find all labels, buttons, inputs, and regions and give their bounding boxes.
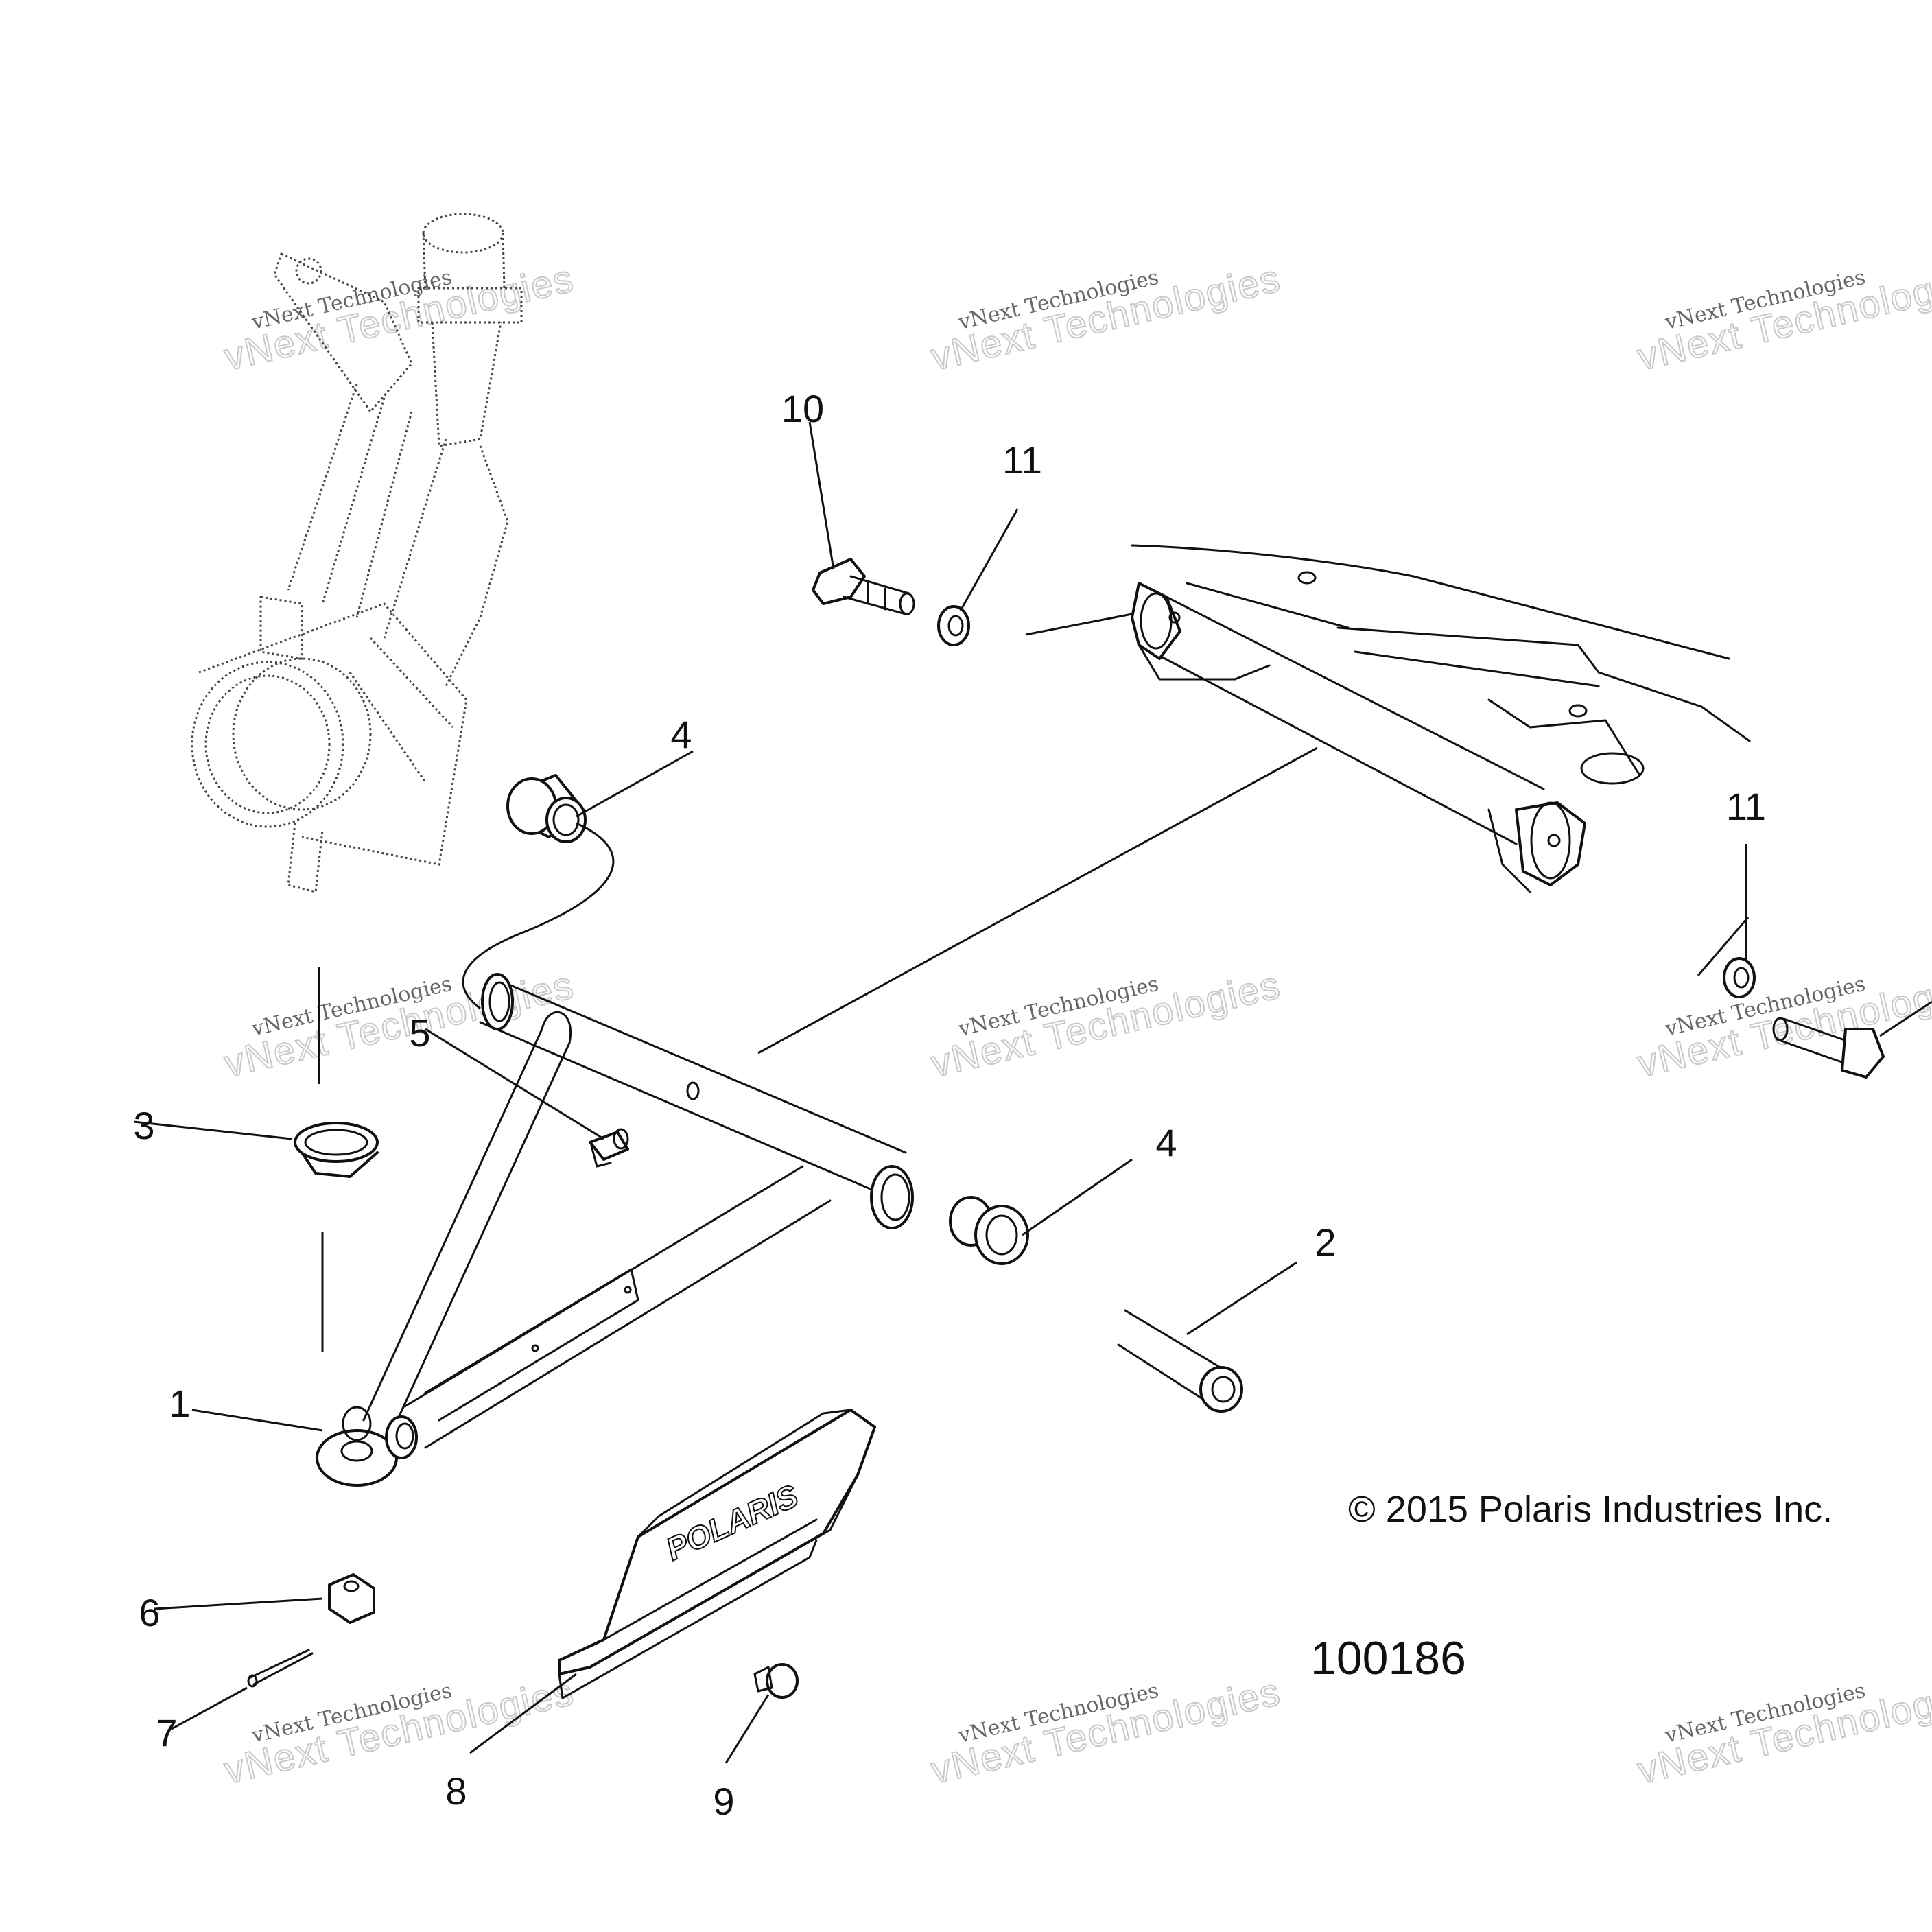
flange-bolt-upper (812, 558, 915, 615)
watermark: vNext Technologies vNext Technologies (926, 962, 1285, 1085)
watermark: vNext Technologies vNext Technologies (220, 255, 578, 379)
skid-guard: POLARIS (558, 1409, 876, 1699)
callout-2: 2 (1315, 1221, 1336, 1264)
watermark: vNext Technologies vNext Technologies (1633, 255, 1932, 379)
leader-lines (133, 421, 1932, 1764)
washer-upper (937, 605, 970, 646)
frame-cross-tube (1131, 544, 1751, 893)
guard-screw (753, 1663, 799, 1699)
callout-6: 6 (139, 1591, 160, 1634)
callout-3: 3 (133, 1104, 154, 1147)
copyright-notice: © 2015 Polaris Industries Inc. (1348, 1489, 1833, 1530)
callout-8: 8 (445, 1769, 467, 1813)
flange-bolt-lower (1772, 1017, 1885, 1079)
callout-7: 7 (156, 1711, 177, 1754)
watermark: vNext Technologies vNext Technologies (926, 1669, 1285, 1792)
watermark: vNext Technologies vNext Technologies (220, 962, 578, 1085)
watermark: vNext Technologies vNext Technologies (1633, 962, 1932, 1085)
watermark: vNext Technologies vNext Technologies (220, 1669, 578, 1792)
watermark: vNext Technologies vNext Technologies (926, 255, 1285, 379)
callouts: 1 2 3 4 4 5 6 7 8 9 10 11 11 (133, 387, 1766, 1823)
callout-11-lower: 11 (1726, 785, 1766, 828)
pivot-shaft (1117, 1309, 1243, 1413)
watermarks: vNext Technologies vNext Technologies vN… (220, 255, 1932, 1792)
bushing-lower (949, 1196, 1029, 1265)
callout-11-upper: 11 (1002, 438, 1042, 482)
callout-4-upper: 4 (670, 713, 692, 756)
callout-9: 9 (713, 1780, 734, 1823)
castle-nut (328, 1573, 375, 1624)
cotter-pin (247, 1649, 314, 1688)
grease-fitting (589, 1128, 629, 1168)
steering-knuckle (191, 213, 523, 893)
callout-1: 1 (169, 1382, 190, 1425)
callout-5: 5 (409, 1011, 430, 1055)
bushing-upper (506, 774, 587, 843)
diagram-number: 100186 (1310, 1632, 1466, 1684)
callout-4-lower: 4 (1155, 1121, 1177, 1164)
a-arm (316, 973, 914, 1487)
callout-10: 10 (781, 387, 824, 430)
dust-cup (294, 1122, 379, 1178)
washer-lower (1723, 957, 1756, 998)
watermark: vNext Technologies vNext Technologies (1633, 1669, 1932, 1792)
small-parts: POLARIS (247, 558, 1885, 1699)
